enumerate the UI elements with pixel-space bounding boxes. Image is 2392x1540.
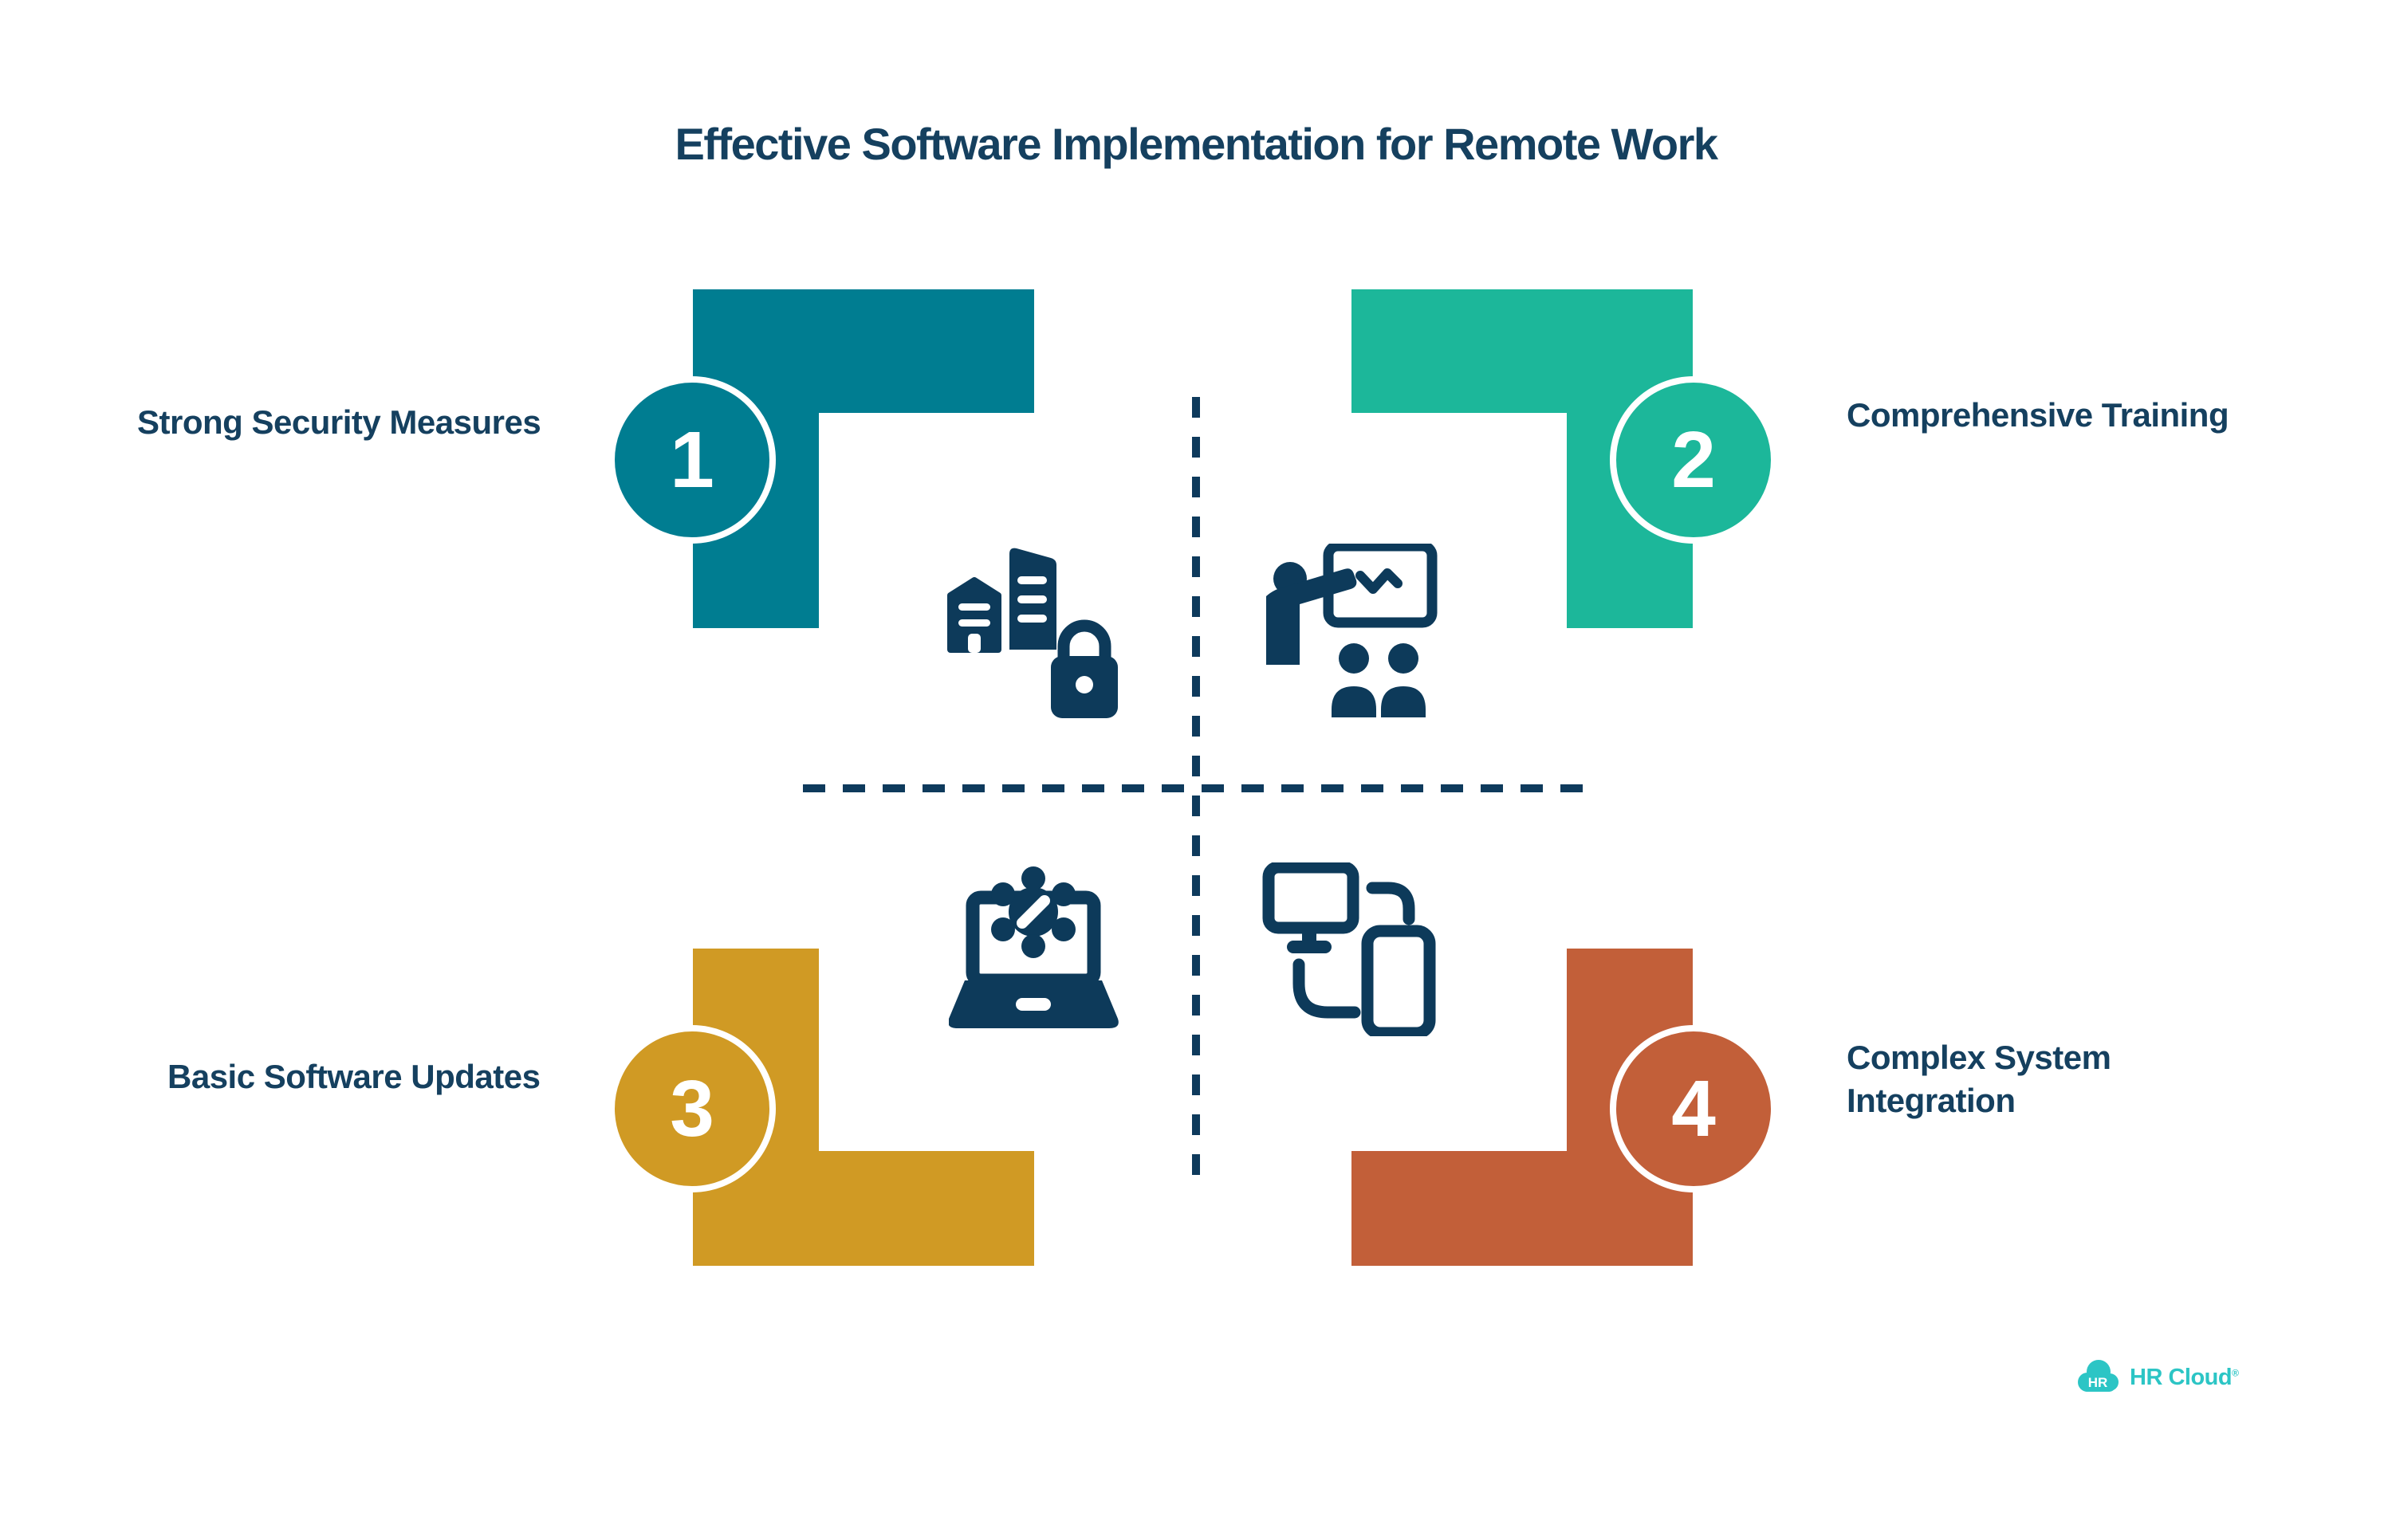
trainer-presentation-icon <box>1266 544 1438 719</box>
horizontal-dashed-divider <box>803 784 1589 792</box>
quadrant3-label: Basic Software Updates <box>167 1058 541 1095</box>
step-1-number: 1 <box>670 414 714 505</box>
quadrant4-label: Complex System Integration <box>1847 1039 2111 1119</box>
laptop-gear-icon <box>949 866 1120 1035</box>
step-1-circle: 1 <box>608 376 776 544</box>
cloud-icon: HR <box>2078 1360 2119 1392</box>
step-3-circle: 3 <box>608 1025 776 1192</box>
quadrant3-shape-horizontal <box>693 1151 1034 1266</box>
quadrant2-label: Comprehensive Training <box>1847 396 2229 434</box>
logo-badge-text: HR <box>2088 1375 2108 1390</box>
hr-cloud-logo: HR HR Cloud® <box>2075 1355 2239 1400</box>
registered-mark: ® <box>2232 1366 2239 1378</box>
logo-brand-text: HR Cloud® <box>2130 1364 2239 1390</box>
quadrant1-label: Strong Security Measures <box>137 403 541 441</box>
step-2-number: 2 <box>1671 414 1716 505</box>
step-2-circle: 2 <box>1610 376 1777 544</box>
step-3-number: 3 <box>670 1063 714 1153</box>
monitor-phone-sync-icon <box>1262 862 1436 1036</box>
step-4-number: 4 <box>1671 1063 1716 1153</box>
page-title: Effective Software Implementation for Re… <box>675 119 1718 169</box>
buildings-lock-icon <box>947 544 1123 720</box>
step-4-circle: 4 <box>1610 1025 1777 1192</box>
